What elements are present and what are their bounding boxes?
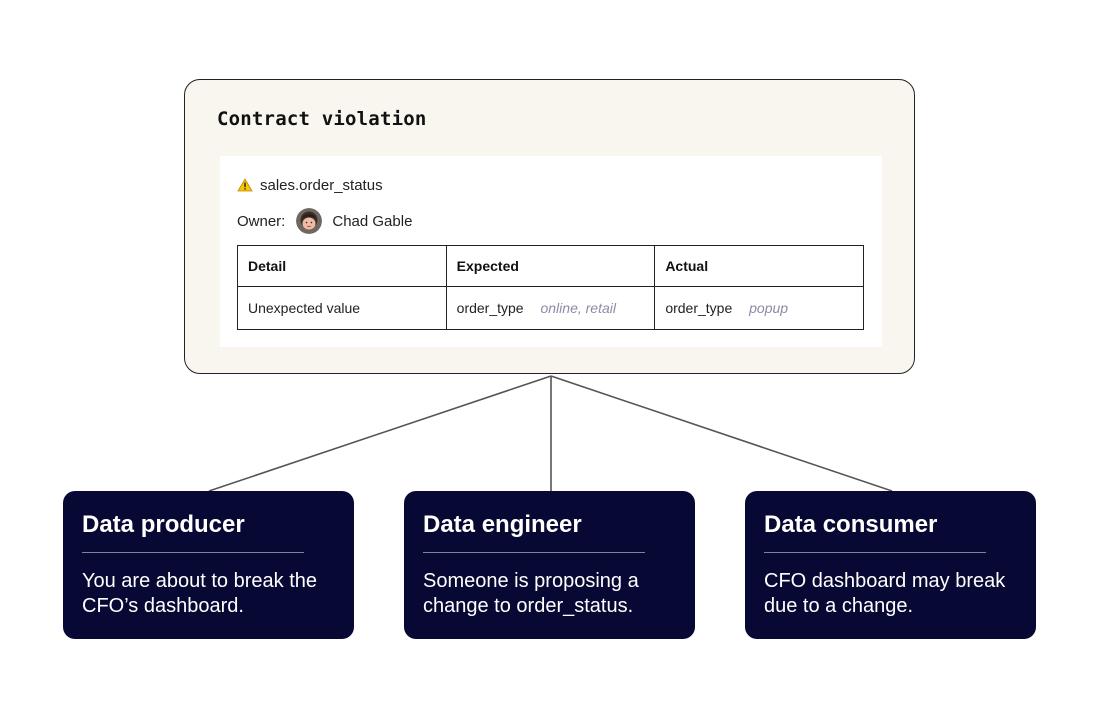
violation-table: Detail Expected Actual Unexpected value … — [237, 245, 864, 330]
table-header-row: Detail Expected Actual — [237, 245, 864, 287]
actual-field-value: popup — [749, 300, 789, 316]
actual-field-name: order_type — [665, 300, 733, 316]
contract-violation-card: Contract violation sales.order_status Ow… — [184, 79, 915, 374]
data-producer-message: You are about to break the CFO’s dashboa… — [82, 570, 317, 617]
expected-field-name: order_type — [456, 300, 524, 316]
connector-line-producer — [208, 375, 552, 492]
data-engineer-title: Data engineer — [423, 511, 582, 538]
contract-title: Contract violation — [217, 108, 427, 130]
data-engineer-message: Someone is proposing a change to order_s… — [423, 570, 639, 617]
violation-panel: sales.order_status Owner: Chad Gable Det… — [220, 156, 882, 347]
actual-cell: order_type popup — [654, 286, 864, 330]
detail-column-header: Detail — [237, 245, 447, 287]
data-consumer-divider — [764, 552, 986, 553]
data-consumer-card: Data consumer CFO dashboard may break du… — [745, 491, 1036, 639]
detail-cell: Unexpected value — [237, 286, 447, 330]
warning-icon — [237, 178, 253, 192]
data-engineer-card: Data engineer Someone is proposing a cha… — [404, 491, 695, 639]
connector-line-consumer — [550, 375, 893, 492]
actual-column-header: Actual — [654, 245, 864, 287]
owner-label: Owner: — [237, 212, 286, 230]
table-row: Unexpected value order_type online, reta… — [237, 286, 864, 330]
data-producer-title: Data producer — [82, 511, 245, 538]
expected-field-value: online, retail — [540, 300, 616, 316]
data-engineer-divider — [423, 552, 645, 553]
owner-line: Owner: Chad Gable — [237, 207, 412, 235]
owner-name: Chad Gable — [332, 212, 413, 230]
asset-name: sales.order_status — [260, 176, 383, 194]
data-producer-divider — [82, 552, 304, 553]
expected-column-header: Expected — [445, 245, 656, 287]
data-consumer-title: Data consumer — [764, 511, 938, 538]
data-producer-card: Data producer You are about to break the… — [63, 491, 354, 639]
data-consumer-message: CFO dashboard may break due to a change. — [764, 570, 1006, 617]
expected-cell: order_type online, retail — [445, 286, 656, 330]
asset-line: sales.order_status — [237, 175, 383, 195]
avatar — [296, 208, 323, 234]
